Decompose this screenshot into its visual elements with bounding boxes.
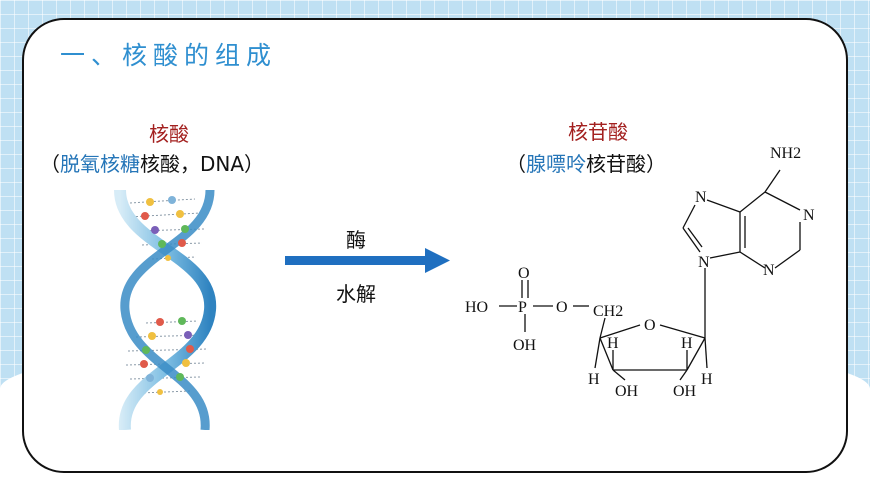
h-atom-label: H	[701, 371, 713, 388]
arrow-bottom-label: 水解	[336, 282, 376, 306]
hydrolysis-arrow	[285, 248, 450, 273]
h-atom-label: H	[607, 335, 619, 352]
nucleic-acid-label: 核酸	[149, 122, 189, 146]
ho-label: HO	[465, 299, 488, 316]
dna-helix-illustration	[114, 189, 217, 430]
nucleic-acid-subtitle: （脱氧核糖核酸，DNA）	[40, 152, 265, 176]
h-atom-label: H	[681, 335, 693, 352]
arrow-top-label: 酶	[346, 228, 366, 252]
h-atom-label: H	[588, 371, 600, 388]
n-atom-label: N	[698, 254, 710, 271]
o-atom-label: O	[644, 317, 656, 334]
deoxyribose-text: 脱氧核糖	[60, 152, 140, 176]
oh-label: OH	[673, 383, 697, 400]
oh-label: OH	[615, 383, 639, 400]
o-atom-label: O	[518, 265, 530, 282]
nucleotide-subtitle: （腺嘌呤核苷酸）	[506, 152, 666, 176]
structure-atom-labels: NH2 N N N N O O P O HO OH CH2 H H H H OH…	[465, 145, 815, 400]
nh2-label: NH2	[770, 145, 801, 162]
base-pair-dots	[140, 196, 194, 395]
adenine-text: 腺嘌呤	[526, 152, 586, 176]
ch2-label: CH2	[593, 303, 623, 320]
page-title: 一、核酸的组成	[60, 41, 278, 70]
nucleotide-label: 核苷酸	[568, 120, 628, 144]
adenosine-monophosphate-structure: NH2 N N N N O O P O HO OH CH2 H H H H OH…	[465, 145, 815, 400]
n-atom-label: N	[803, 207, 815, 224]
o-atom-label: O	[556, 299, 568, 316]
n-atom-label: N	[763, 262, 775, 279]
p-atom-label: P	[518, 299, 527, 316]
n-atom-label: N	[695, 189, 707, 206]
oh-label: OH	[513, 337, 537, 354]
